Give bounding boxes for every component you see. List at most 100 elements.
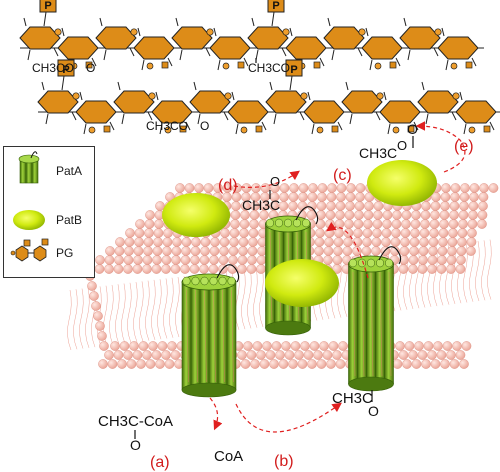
lipid-head bbox=[162, 246, 172, 256]
legend-label-pg: PG bbox=[56, 246, 74, 260]
lipid-head bbox=[284, 350, 295, 360]
lipid-head bbox=[392, 359, 403, 369]
lipid-head bbox=[249, 219, 259, 229]
lipid-head bbox=[237, 264, 247, 274]
lipid-head bbox=[488, 183, 499, 193]
lipid-head bbox=[189, 264, 200, 274]
peptide-p-box bbox=[57, 59, 75, 77]
lipid-head bbox=[241, 183, 252, 193]
sugar-ring bbox=[209, 36, 251, 60]
pg-acetyl-3: CH3CO bbox=[146, 119, 188, 133]
lipid-head bbox=[442, 341, 453, 351]
lipid-head bbox=[153, 237, 163, 247]
lipid-head bbox=[478, 192, 489, 202]
lipid-head bbox=[275, 350, 285, 360]
lipid-head bbox=[373, 201, 384, 211]
lipid-head bbox=[151, 264, 162, 274]
lipid-head bbox=[325, 210, 336, 220]
lipid-head bbox=[231, 201, 241, 211]
lipid-head bbox=[419, 228, 430, 238]
lipid-head bbox=[288, 359, 298, 369]
lipid-head bbox=[420, 219, 430, 229]
lipid-head bbox=[135, 219, 145, 229]
lipid-head bbox=[395, 341, 405, 351]
pg-acetyl-3-o: O bbox=[200, 119, 209, 133]
lipid-head bbox=[457, 228, 468, 238]
lipid-head bbox=[110, 341, 120, 351]
lipid-head bbox=[228, 255, 238, 265]
lipid-head bbox=[209, 255, 219, 265]
lipid-head bbox=[401, 219, 411, 229]
acetyl-bottom: CH3C bbox=[332, 390, 373, 407]
lipid-head bbox=[288, 201, 298, 211]
lipid-head bbox=[105, 246, 115, 256]
acetyl-d: CH3C bbox=[242, 197, 280, 213]
lipid-head bbox=[171, 255, 181, 265]
lipid-head bbox=[409, 237, 420, 247]
lipid-head bbox=[132, 264, 143, 274]
lipid-head bbox=[477, 219, 487, 229]
patA-channels bbox=[181, 206, 402, 398]
lipid-head bbox=[354, 201, 365, 211]
lipid-head bbox=[132, 350, 143, 360]
lipid-head bbox=[129, 341, 139, 351]
legend-label-patB: PatB bbox=[56, 213, 83, 227]
lipid-head bbox=[124, 237, 135, 247]
lipid-head bbox=[315, 228, 325, 238]
lipid-head bbox=[343, 228, 354, 238]
lipid-head bbox=[446, 255, 457, 265]
lipid-head bbox=[115, 237, 125, 247]
lipid-head bbox=[227, 264, 238, 274]
lipid-head bbox=[262, 341, 272, 351]
lipid-head bbox=[362, 237, 372, 247]
arrow-c bbox=[326, 221, 369, 279]
lipid-head bbox=[455, 264, 466, 274]
peptide-p-label: P bbox=[290, 64, 297, 76]
lipid-head bbox=[334, 228, 344, 238]
lipid-head bbox=[446, 264, 456, 274]
lipid-head bbox=[161, 264, 171, 274]
lipid-head bbox=[218, 255, 229, 265]
acetyl-e-o2: O bbox=[397, 138, 407, 153]
lipid-head bbox=[430, 201, 441, 211]
lipid-head bbox=[363, 219, 373, 229]
sugar-ring bbox=[341, 90, 383, 114]
lipid-head bbox=[246, 264, 257, 274]
lipid-head bbox=[328, 341, 339, 351]
lipid-head bbox=[430, 359, 441, 369]
lipid-head bbox=[421, 201, 431, 211]
lipid-head bbox=[113, 264, 124, 274]
lipid-head bbox=[256, 264, 266, 274]
lipid-head bbox=[446, 350, 456, 360]
step-label-c: (c) bbox=[333, 167, 352, 184]
lipid-head bbox=[419, 237, 429, 247]
lipid-head bbox=[95, 255, 105, 265]
sugar-ring bbox=[437, 36, 479, 60]
lipid-head bbox=[237, 255, 248, 265]
lipid-head bbox=[155, 359, 165, 369]
lipid-head bbox=[229, 237, 239, 247]
sugar-ring bbox=[455, 100, 497, 124]
lipid-head bbox=[456, 246, 467, 256]
lipid-head bbox=[278, 201, 289, 211]
lipid-head bbox=[427, 264, 437, 274]
lipid-head bbox=[288, 192, 299, 202]
lipid-head bbox=[449, 359, 460, 369]
lipid-head bbox=[460, 183, 470, 193]
lipid-head bbox=[400, 237, 410, 247]
lipid-head bbox=[382, 219, 392, 229]
lipid-head bbox=[391, 219, 402, 229]
lipid-head bbox=[136, 359, 146, 369]
lipid-head bbox=[333, 246, 343, 256]
sugar-ring bbox=[417, 90, 459, 114]
sugar-ring bbox=[95, 26, 137, 50]
lipid-head bbox=[447, 246, 457, 256]
lipid-head bbox=[265, 350, 276, 360]
lipid-head bbox=[448, 228, 458, 238]
lipid-head bbox=[194, 183, 204, 193]
lipid-head bbox=[338, 341, 348, 351]
lipid-head bbox=[361, 246, 372, 256]
lipid-head bbox=[428, 237, 439, 247]
